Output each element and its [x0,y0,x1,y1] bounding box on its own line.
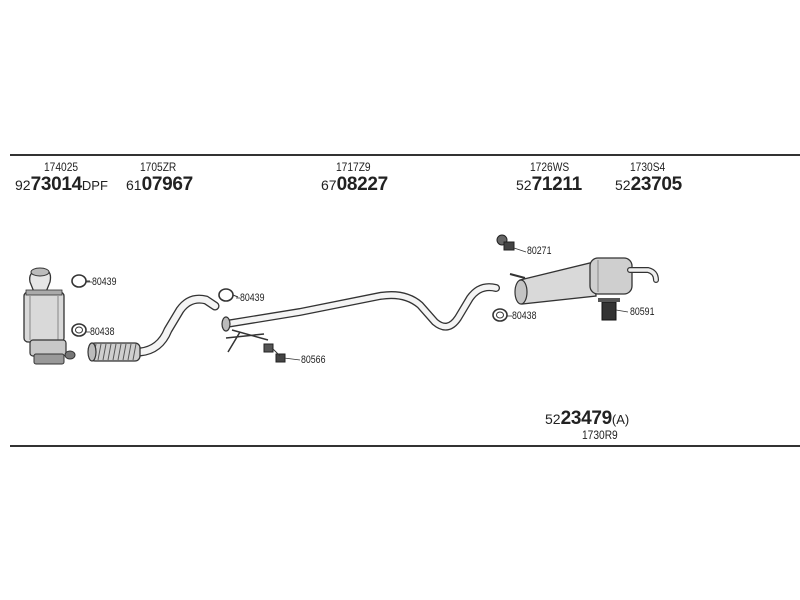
clamp-80439-middle [218,288,239,302]
bottom-part-number: 5223479(A) [545,408,630,429]
callout-80271: 80271 [527,245,552,257]
callout-80591: 80591 [630,306,655,318]
clamp-80439-left [71,274,90,288]
part-number-4: 5271211 [516,174,582,195]
dpf-catalytic-converter [23,267,76,365]
rear-silencer [509,257,659,305]
part-ref-1: 174025 [44,160,79,174]
callout-80438-left: 80438 [90,326,115,338]
bolt-80271 [496,234,515,251]
callout-80439-middle: 80439 [240,292,265,304]
gasket-80438-left [71,323,87,337]
part-number-2: 6107967 [126,174,193,195]
gasket-80438-right [492,308,508,322]
part-ref-4: 1726WS [530,160,570,174]
callout-80439-left: 80439 [92,276,117,288]
part-ref-2: 1705ZR [140,160,177,174]
front-pipe [87,294,220,362]
callout-80566: 80566 [301,354,326,366]
part-ref-5: 1730S4 [630,160,666,174]
part-number-5: 5223705 [615,174,682,195]
bottom-rule [10,445,800,447]
bottom-part-ref: 1730R9 [582,428,618,442]
part-number-3: 6708227 [321,174,388,195]
rubber-hanger-80566 [263,343,286,363]
part-number-1: 9273014DPF [15,174,108,195]
leader-lines [86,247,629,361]
part-ref-3: 1717Z9 [336,160,371,174]
rubber-hanger-80591 [598,298,620,321]
intermediate-pipe [221,283,500,353]
callout-80438-right: 80438 [512,310,537,322]
top-rule [10,154,800,156]
